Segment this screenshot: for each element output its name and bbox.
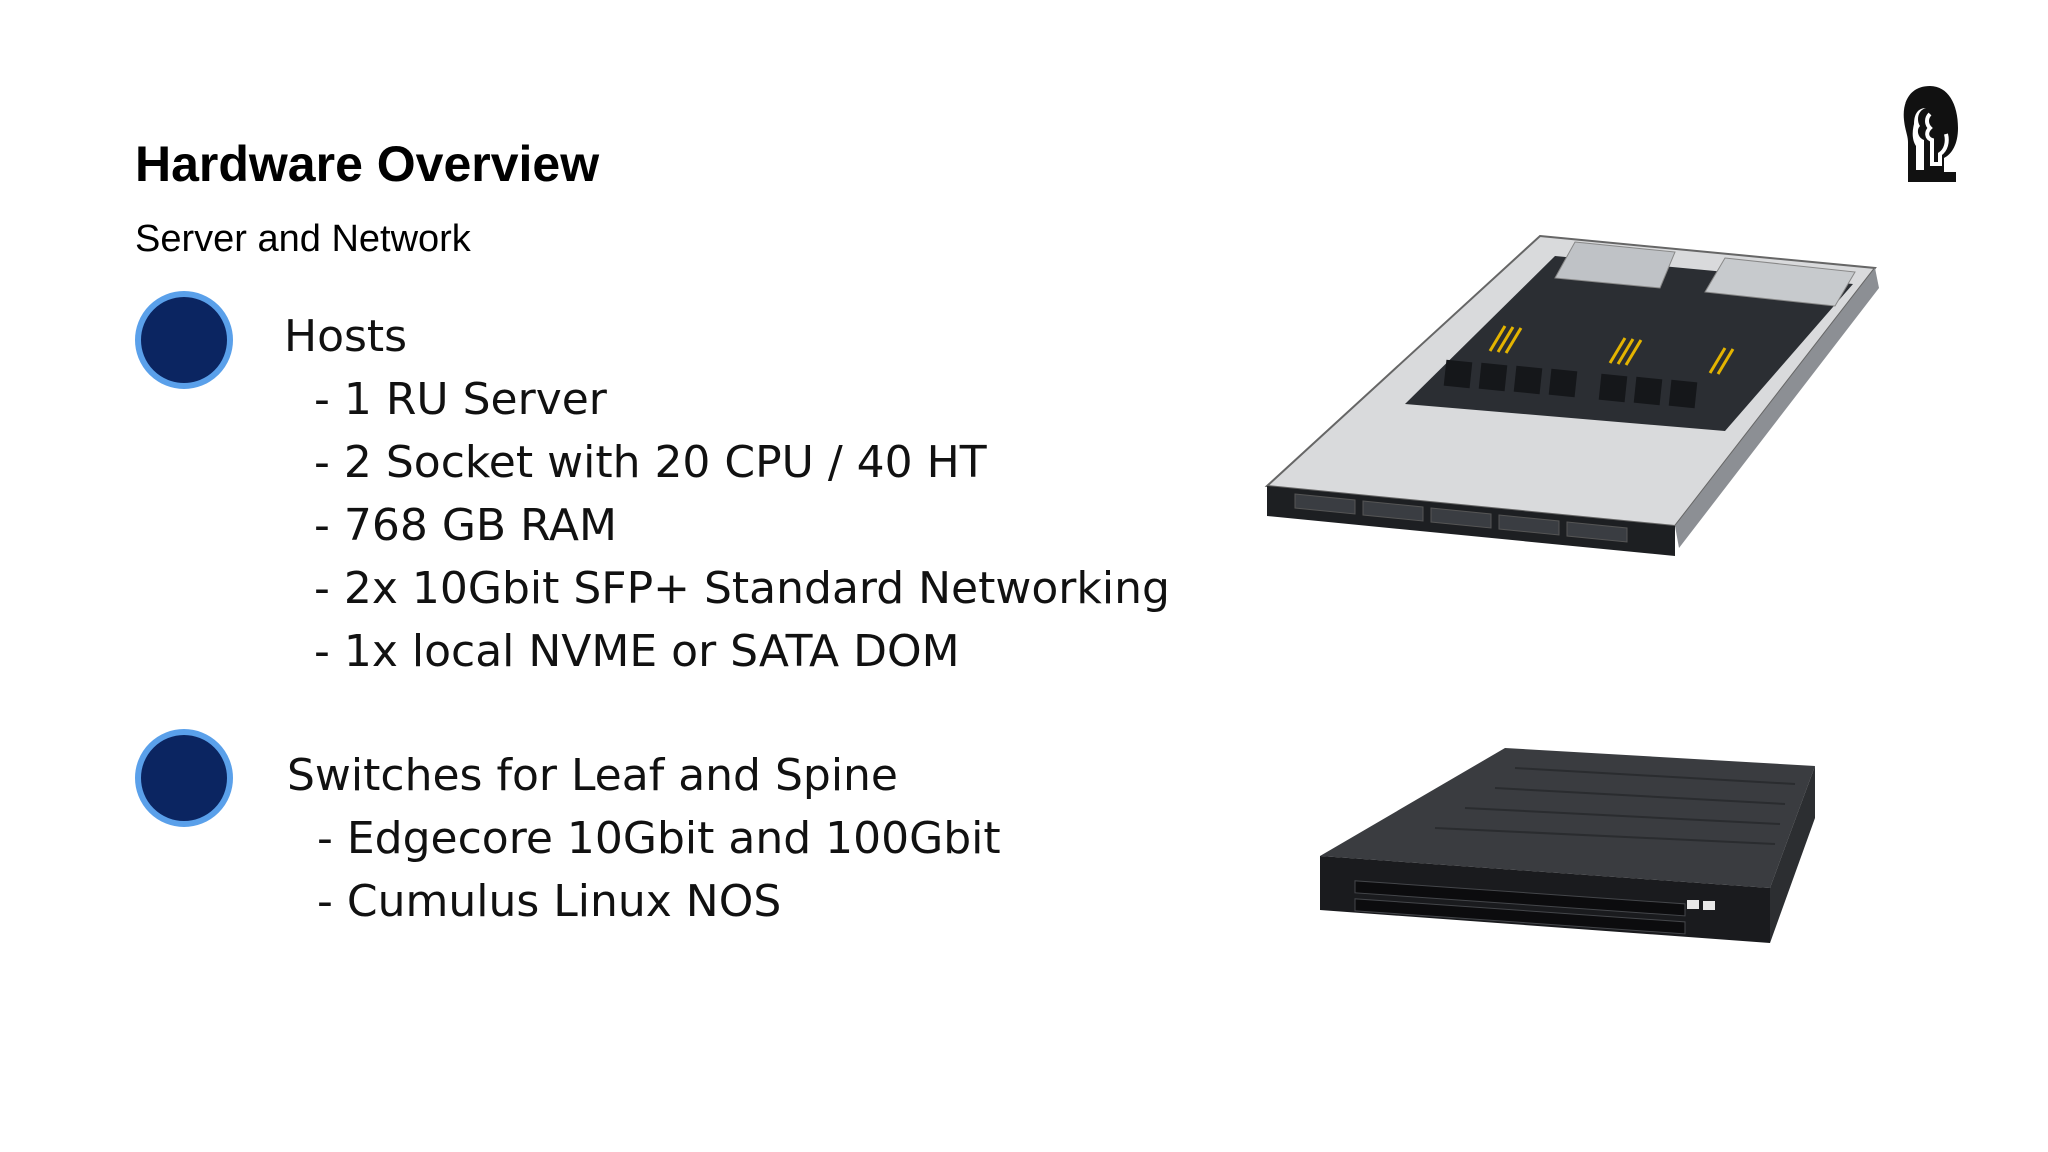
switches-item: - Cumulus Linux NOS	[317, 876, 782, 927]
server-image	[1264, 234, 1879, 556]
head-logo-icon	[1903, 86, 1958, 182]
switches-section: Switches for Leaf and Spine - Edgecore 1…	[287, 744, 1001, 933]
slide-subtitle: Server and Network	[135, 218, 471, 260]
switches-bullet-icon	[135, 729, 233, 827]
switches-item: - Edgecore 10Gbit and 100Gbit	[317, 813, 1001, 864]
hosts-item: - 1x local NVME or SATA DOM	[314, 626, 960, 677]
slide-title: Hardware Overview	[135, 136, 600, 192]
hosts-item: - 2x 10Gbit SFP+ Standard Networking	[314, 563, 1170, 614]
hosts-item: - 768 GB RAM	[314, 500, 617, 551]
hosts-item: - 1 RU Server	[314, 374, 607, 425]
hosts-bullet-icon	[135, 291, 233, 389]
hosts-item: - 2 Socket with 20 CPU / 40 HT	[314, 437, 987, 488]
switches-heading: Switches for Leaf and Spine	[287, 750, 898, 801]
hosts-heading: Hosts	[284, 311, 408, 362]
switch-image	[1320, 748, 1815, 943]
hosts-section: Hosts - 1 RU Server - 2 Socket with 20 C…	[284, 305, 1170, 683]
